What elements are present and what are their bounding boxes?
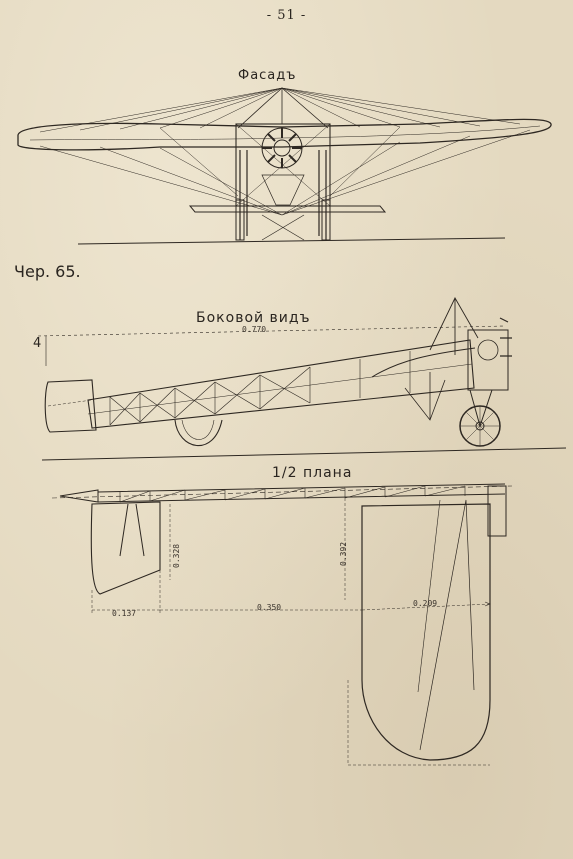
front-view-drawing	[17, 87, 552, 245]
side-view-drawing	[37, 297, 567, 461]
tail-span-dimension: 0.328	[172, 543, 181, 568]
page-number: - 51 -	[266, 8, 307, 23]
plan-view-drawing	[51, 483, 513, 766]
side-view-title: Боковой видъ	[196, 310, 311, 326]
gap-dimension: 0.350	[257, 603, 282, 612]
front-view-title: Фасадъ	[238, 68, 297, 83]
plan-view-title: 1/2 плана	[272, 465, 353, 481]
tail-chord-dimension: 0.137	[112, 609, 137, 618]
side-length-dimension: 0.770	[242, 325, 267, 334]
wing-root-dimension: 0.209	[413, 599, 438, 608]
side-height-mark: 4	[33, 336, 42, 351]
wing-span-dimension: 0.392	[339, 541, 348, 566]
figure-label: Чер. 65.	[14, 262, 81, 281]
